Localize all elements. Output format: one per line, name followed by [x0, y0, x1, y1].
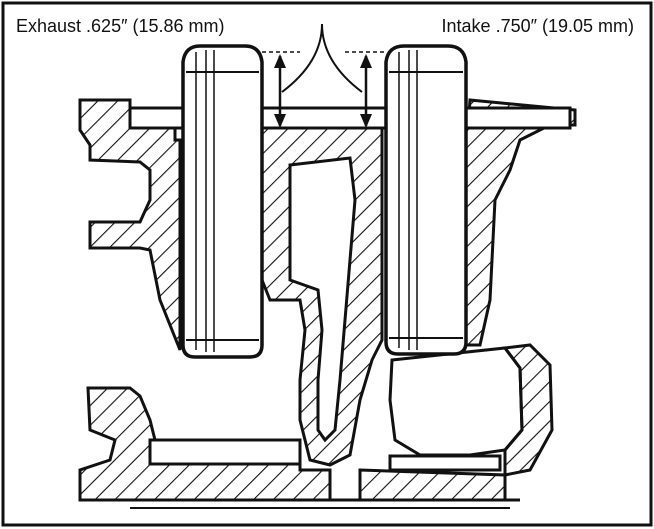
- exhaust-valve-guide: [181, 44, 264, 359]
- exhaust-guide-height-label: Exhaust .625″ (15.86 mm): [16, 16, 225, 36]
- combustion-chamber-band: [148, 438, 302, 466]
- head-deck-left: [78, 98, 182, 351]
- exhaust-port-cavity: [388, 346, 524, 457]
- intake-valve-guide: [384, 44, 468, 356]
- exhaust-port-wall: [502, 343, 554, 477]
- intake-port-cavity: [288, 156, 357, 443]
- intake-guide-height-label: Intake .750″ (19.05 mm): [441, 16, 634, 36]
- combustion-chamber-band-right: [388, 454, 502, 472]
- dimension-lines: [262, 23, 386, 129]
- lower-head-right: [358, 468, 507, 502]
- head-deck-right: [458, 98, 577, 347]
